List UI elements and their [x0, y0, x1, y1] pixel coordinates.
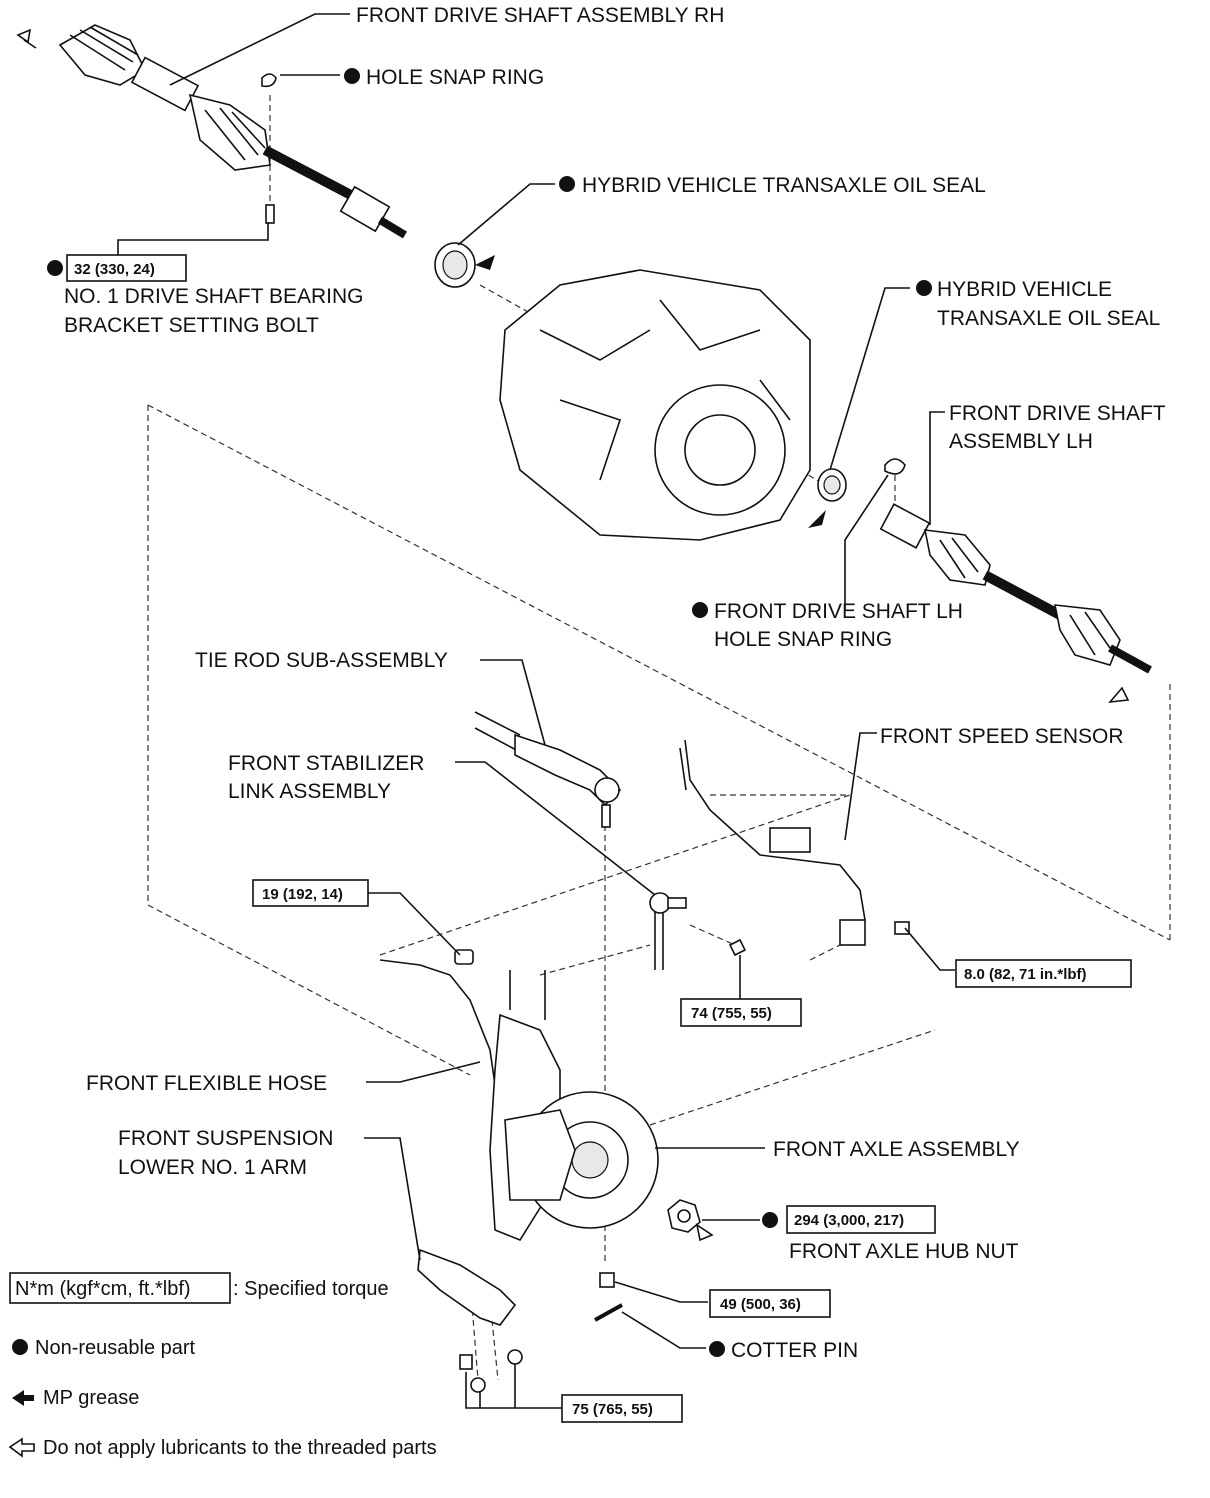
oil-seal-right-drawing [808, 458, 906, 528]
legend: N*m (kgf*cm, ft.*lbf) : Specified torque… [8, 1272, 437, 1459]
label-hub-nut: FRONT AXLE HUB NUT [789, 1240, 1019, 1263]
mp-grease-arrow-icon [475, 255, 495, 270]
label-oil-seal-right-2: TRANSAXLE OIL SEAL [937, 307, 1160, 330]
label-front-speed-sensor: FRONT SPEED SENSOR [880, 725, 1124, 748]
label-leaders [117, 13, 955, 1409]
label-flexible-hose: FRONT FLEXIBLE HOSE [86, 1072, 327, 1095]
torque-bearing-bolt: 32 (330, 24) [74, 261, 155, 278]
torque-box-caliper [252, 879, 369, 907]
tie-rod-drawing [474, 711, 622, 828]
label-drive-shaft-lh-1: FRONT DRIVE SHAFT [949, 402, 1166, 425]
torque-stabilizer: 74 (755, 55) [691, 1005, 772, 1022]
drive-shaft-rh-drawing [16, 24, 408, 239]
non-reusable-dot-icon [692, 602, 708, 618]
non-reusable-dot-icon [47, 260, 63, 276]
torque-box-lower-arm [561, 1394, 683, 1423]
non-reusable-dot-icon [559, 176, 575, 192]
legend-no-lubricant: Do not apply lubricants to the threaded … [43, 1437, 437, 1459]
label-lh-snap-ring-2: HOLE SNAP RING [714, 628, 892, 651]
torque-lower-arm: 75 (765, 55) [572, 1401, 653, 1418]
label-lh-snap-ring-1: FRONT DRIVE SHAFT LH [714, 600, 963, 623]
transaxle-drawing [499, 269, 811, 541]
non-reusable-dot-icon [916, 280, 932, 296]
label-lower-arm-2: LOWER NO. 1 ARM [118, 1156, 307, 1179]
dashed-guides [147, 95, 1171, 1381]
legend-torque-box-text: N*m (kgf*cm, ft.*lbf) [15, 1278, 191, 1300]
solid-arrow-icon [12, 1390, 34, 1406]
legend-mp-grease: MP grease [43, 1387, 139, 1409]
label-front-drive-shaft-rh: FRONT DRIVE SHAFT ASSEMBLY RH [356, 4, 724, 27]
lower-arm-drawing [417, 1248, 523, 1393]
label-tie-rod: TIE ROD SUB-ASSEMBLY [195, 649, 448, 672]
non-reusable-dot-icon [762, 1212, 778, 1228]
label-lower-arm-1: FRONT SUSPENSION [118, 1127, 333, 1150]
torque-box-stabilizer [680, 998, 802, 1027]
drive-shaft-lh-drawing [879, 503, 1152, 704]
label-stabilizer-1: FRONT STABILIZER [228, 752, 424, 775]
label-oil-seal-right-1: HYBRID VEHICLE [937, 278, 1112, 301]
label-cotter-pin: COTTER PIN [731, 1339, 858, 1362]
speed-sensor-drawing [679, 739, 910, 946]
label-oil-seal-top: HYBRID VEHICLE TRANSAXLE OIL SEAL [582, 174, 986, 197]
torque-tie-rod-nut: 49 (500, 36) [720, 1296, 801, 1313]
hub-nut-drawing [667, 1199, 714, 1242]
axle-assembly-drawing [379, 949, 659, 1241]
oil-seal-top-drawing [434, 242, 495, 288]
hollow-arrow-icon [8, 1437, 35, 1458]
torque-box-hub-nut [786, 1205, 936, 1234]
legend-non-reusable: Non-reusable part [35, 1337, 196, 1359]
torque-box-tie-rod-nut [709, 1289, 831, 1318]
torque-speed-sensor: 8.0 (82, 71 in.*lbf) [964, 966, 1087, 983]
label-axle-assembly: FRONT AXLE ASSEMBLY [773, 1138, 1020, 1161]
legend-torque-box [9, 1272, 231, 1304]
torque-hub-nut: 294 (3,000, 217) [794, 1212, 904, 1229]
castle-nut-cotter-drawing [594, 1272, 623, 1322]
label-stabilizer-2: LINK ASSEMBLY [228, 780, 391, 803]
stabilizer-link-drawing [649, 892, 747, 970]
torque-box-bearing-bolt [66, 254, 187, 282]
legend-torque-desc: : Specified torque [233, 1278, 389, 1300]
torque-caliper: 19 (192, 14) [262, 886, 343, 903]
label-bearing-bolt-2: BRACKET SETTING BOLT [64, 314, 319, 337]
label-bearing-bolt-1: NO. 1 DRIVE SHAFT BEARING [64, 285, 364, 308]
filled-circle-icon [12, 1339, 28, 1355]
non-reusable-dot-icon [344, 68, 360, 84]
torque-box-speed-sensor [955, 959, 1132, 988]
non-reusable-dot-icon [709, 1341, 725, 1357]
label-drive-shaft-lh-2: ASSEMBLY LH [949, 430, 1093, 453]
label-hole-snap-ring: HOLE SNAP RING [366, 66, 544, 89]
